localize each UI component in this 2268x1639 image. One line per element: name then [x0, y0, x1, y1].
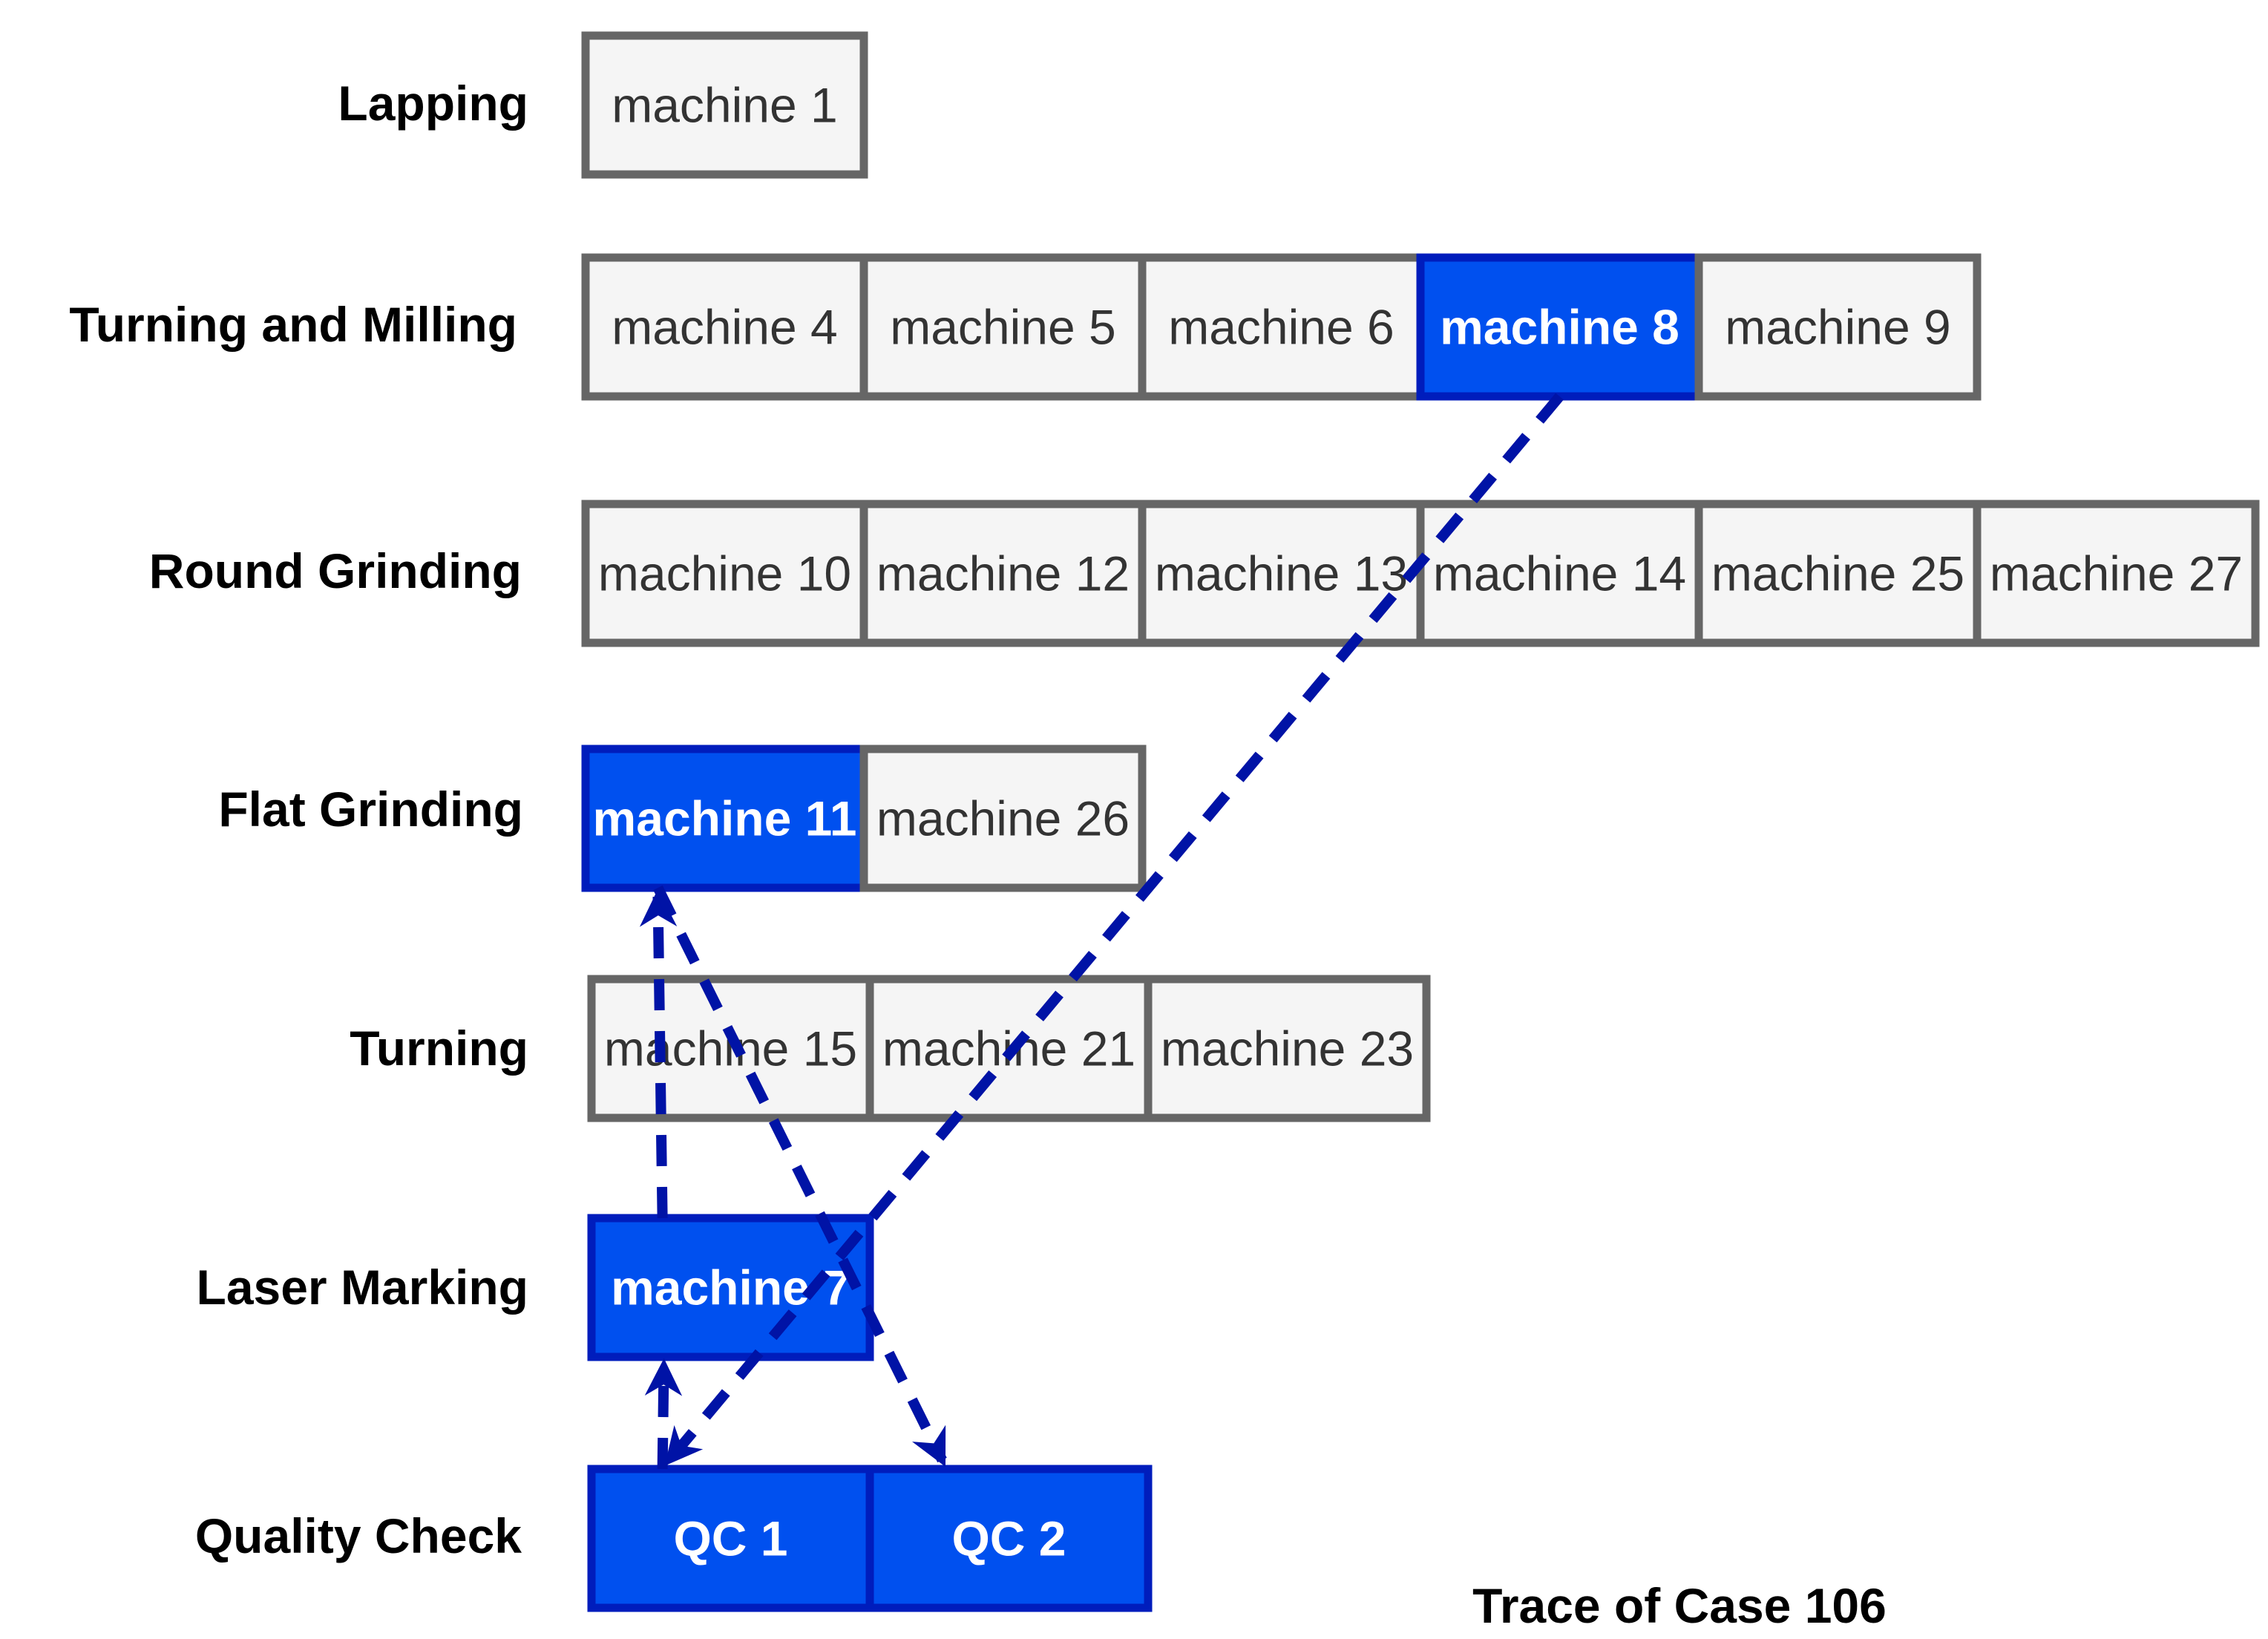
machine-label-m5: machine 5 [890, 300, 1116, 355]
machine-node-m25: machine 25 [1694, 500, 1982, 647]
trace-edge-m11-to-qc2 [653, 885, 947, 1468]
machine-node-m4: machine 4 [581, 253, 868, 401]
machine-label-m13: machine 13 [1155, 546, 1408, 601]
machine-node-m21: machine 21 [865, 975, 1153, 1122]
machine-node-m6: machine 6 [1138, 253, 1425, 401]
machine-node-m8: machine 8 [1416, 253, 1703, 401]
machine-node-m1: machine 1 [581, 31, 868, 179]
machine-node-m10: machine 10 [581, 500, 868, 647]
machine-box-m23 [1144, 975, 1431, 1122]
machine-node-qc1: QC 1 [587, 1465, 874, 1612]
machine-label-m9: machine 9 [1725, 300, 1951, 355]
machine-box-m5 [859, 253, 1147, 401]
machine-node-m15: machine 15 [587, 975, 874, 1122]
machine-label-m12: machine 12 [876, 546, 1130, 601]
stage-label-turning: Turning [350, 1021, 528, 1076]
machine-label-qc2: QC 2 [951, 1511, 1066, 1566]
machine-label-m27: machine 27 [1990, 546, 2243, 601]
machine-node-m13: machine 13 [1138, 500, 1425, 647]
machine-label-m25: machine 25 [1711, 546, 1964, 601]
machine-label-m1: machine 1 [612, 78, 838, 133]
machine-box-m11 [581, 745, 868, 892]
trace-edge-m7-to-m11 [639, 889, 678, 1219]
machine-box-m9 [1694, 253, 1982, 401]
machine-label-qc1: QC 1 [673, 1511, 787, 1566]
stage-label-quality-check: Quality Check [195, 1508, 522, 1563]
stage-label-round-grinding: Round Grinding [149, 543, 522, 598]
trace-edge-qc1-to-m7 [644, 1358, 683, 1470]
machine-node-m23: machine 23 [1144, 975, 1431, 1122]
machine-node-m27: machine 27 [1973, 500, 2260, 647]
trace-edge-m8-to-qc1 [664, 393, 1564, 1466]
machine-box-qc2 [865, 1465, 1153, 1612]
machine-node-qc2: QC 2 [865, 1465, 1153, 1612]
machine-node-m5: machine 5 [859, 253, 1147, 401]
machine-node-m7: machine 7 [587, 1214, 874, 1361]
machine-box-m10 [581, 500, 868, 647]
machine-box-m7 [587, 1214, 874, 1361]
stage-label-turning-and-milling: Turning and Milling [69, 297, 517, 352]
machine-label-m10: machine 10 [598, 546, 851, 601]
machine-box-m14 [1416, 500, 1703, 647]
machine-label-m23: machine 23 [1161, 1021, 1414, 1076]
machine-label-m14: machine 14 [1433, 546, 1686, 601]
stage-label-lapping: Lapping [338, 76, 528, 131]
stage-label-laser-marking: Laser Marking [197, 1260, 529, 1315]
trace-caption: Trace of Case 106 [1472, 1578, 1887, 1633]
machine-node-m26: machine 26 [859, 745, 1147, 892]
machine-boxes: machine 1 machine 4 machine 5 machine 6 mach… [581, 31, 2260, 1612]
machine-box-m27 [1973, 500, 2260, 647]
trace-edges [639, 393, 1564, 1470]
machine-node-m9: machine 9 [1694, 253, 1982, 401]
machine-node-m11: machine 11 [581, 745, 868, 892]
machine-label-m8: machine 8 [1440, 300, 1679, 355]
machine-box-m1 [581, 31, 868, 179]
machine-label-m26: machine 26 [876, 791, 1130, 846]
machine-box-m26 [859, 745, 1147, 892]
machine-label-m6: machine 6 [1168, 300, 1394, 355]
machine-label-m4: machine 4 [612, 300, 838, 355]
machine-box-m4 [581, 253, 868, 401]
stage-label-flat-grinding: Flat Grinding [218, 782, 523, 837]
machine-node-m14: machine 14 [1416, 500, 1703, 647]
machine-label-m11: machine 11 [593, 791, 857, 846]
machine-box-m12 [859, 500, 1147, 647]
machine-node-m12: machine 12 [859, 500, 1147, 647]
